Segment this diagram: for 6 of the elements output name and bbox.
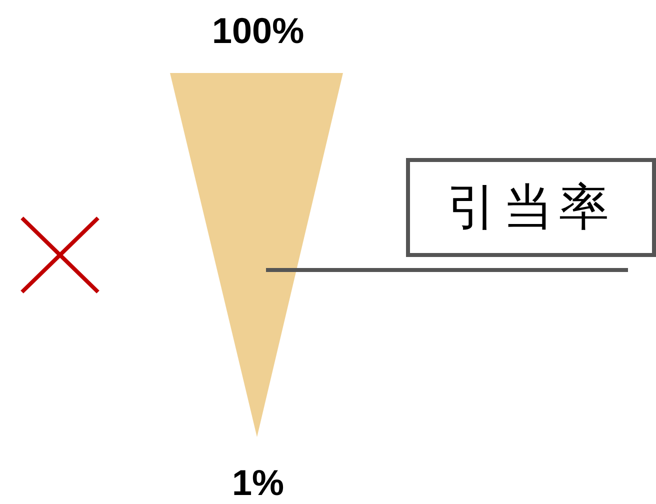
leader-line: [266, 268, 628, 272]
percent-label: 100%: [212, 10, 304, 52]
label-box: [406, 158, 656, 257]
percent-label: 1%: [232, 462, 284, 504]
box-label: 引当率: [447, 177, 615, 238]
triangle-shape: [170, 73, 343, 437]
